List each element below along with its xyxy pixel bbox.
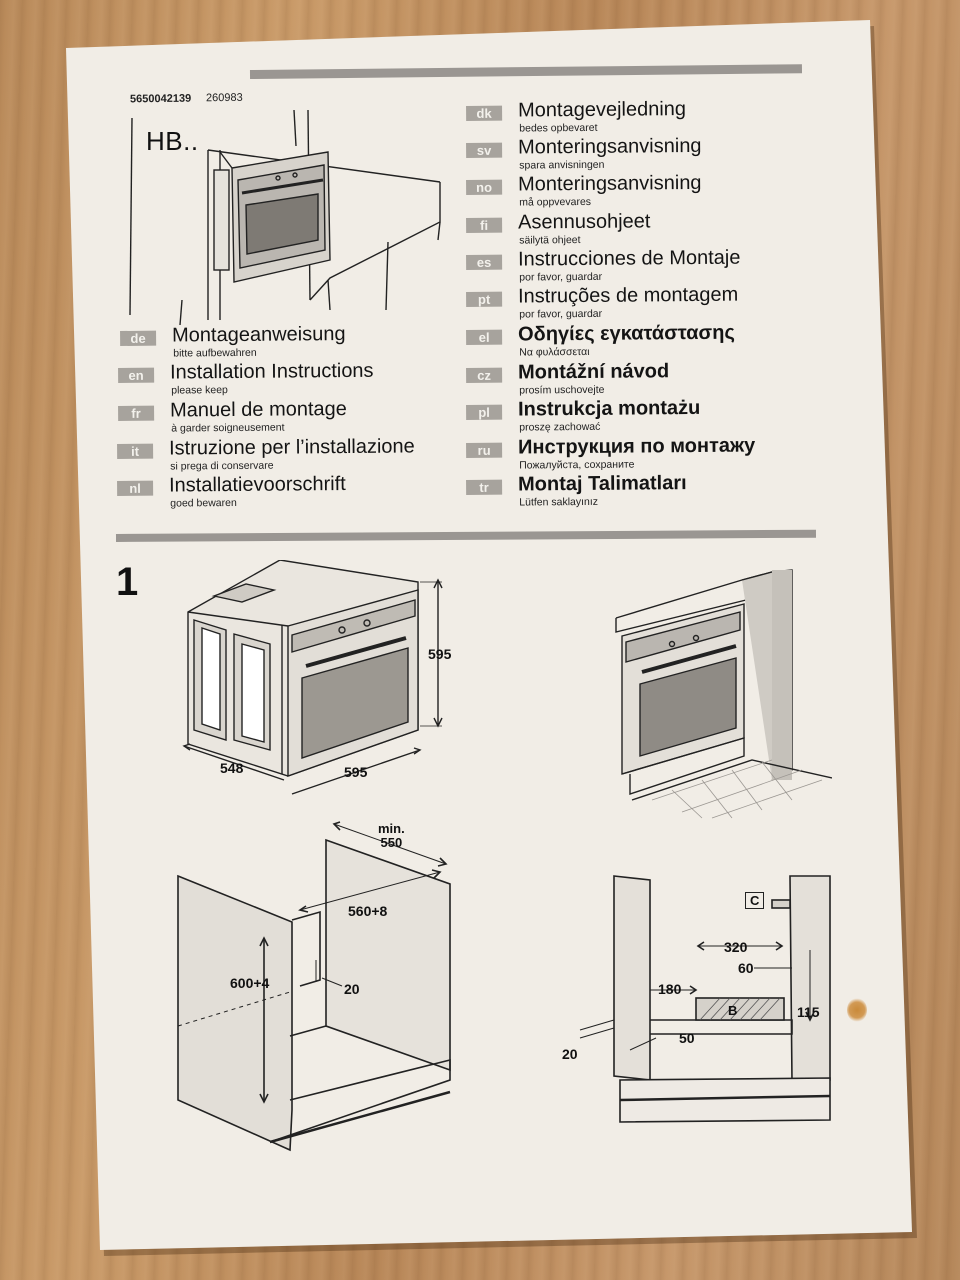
language-subtitle: si prega di conservare: [170, 459, 274, 473]
language-subtitle: prosím uschovejte: [519, 383, 605, 397]
language-code-badge: it: [117, 443, 154, 459]
language-code-badge: nl: [117, 480, 154, 496]
oven-height-label: 595: [428, 646, 452, 662]
language-subtitle: à garder soigneusement: [171, 421, 285, 435]
language-title: Οδηγίες εγκατάστασης: [517, 321, 735, 346]
language-subtitle: proszę zachować: [519, 420, 601, 434]
language-code-badge: cz: [466, 367, 503, 383]
label-c: C: [745, 892, 765, 909]
language-code-badge: fr: [118, 405, 155, 421]
language-code-badge: fi: [466, 217, 503, 233]
language-code-badge: dk: [466, 105, 503, 121]
cabinet-min-text: min.: [378, 821, 405, 836]
cabinet-ventilation-drawing: [579, 875, 831, 1123]
language-subtitle: må oppvevares: [519, 195, 592, 209]
language-subtitle: bedes opbevaret: [519, 121, 598, 135]
language-subtitle: säilytä ohjeet: [519, 234, 581, 247]
language-subtitle: bitte aufbewahren: [173, 346, 257, 360]
language-code-badge: el: [466, 329, 503, 345]
language-code-badge: de: [120, 330, 157, 346]
shelf-setback-label: 20: [562, 1046, 578, 1062]
cabinet-min-width-value: 550: [380, 835, 403, 850]
language-subtitle: Lütfen saklayınız: [519, 495, 599, 509]
oven-width-label: 595: [344, 764, 368, 780]
cabinet-gap-label: 20: [344, 981, 360, 997]
language-code-badge: pl: [466, 404, 503, 420]
shelf-gap-label: 50: [679, 1030, 695, 1046]
language-subtitle: please keep: [171, 384, 228, 397]
oven-dimensions-drawing: [182, 560, 443, 795]
language-code-badge: es: [466, 254, 503, 270]
language-title: Manuel de montage: [169, 398, 347, 422]
cabinet-width-label: 560+8: [348, 903, 388, 919]
document-date: 260983: [205, 91, 243, 105]
vent-depth-label: 60: [738, 960, 754, 976]
cabinet-min-label: min. 550: [378, 822, 405, 850]
language-subtitle: por favor, guardar: [519, 307, 603, 321]
installed-oven-drawing: [615, 569, 832, 819]
language-title: Monteringsanvisning: [517, 171, 702, 196]
language-code-badge: no: [466, 179, 503, 195]
language-title: Instrukcja montażu: [517, 396, 701, 421]
label-b: B: [728, 1003, 738, 1018]
language-title: Инструкция по монтажу: [517, 434, 756, 459]
step-number: 1: [116, 560, 139, 604]
language-title: Installatievoorschrift: [168, 473, 346, 497]
language-subtitle: goed bewaren: [170, 496, 237, 510]
language-subtitle: Пожалуйста, сохраните: [519, 458, 635, 472]
language-title: Monteringsanvisning: [517, 134, 702, 159]
vent-height-label: 115: [797, 1004, 820, 1020]
language-title: Installation Instructions: [169, 359, 374, 384]
built-in-oven-illustration: [129, 110, 441, 325]
language-code-badge: pt: [466, 291, 503, 307]
language-title: Instrucciones de Montaje: [517, 246, 741, 271]
paper-stain: [847, 998, 867, 1022]
language-title: Istruzione per l’installazione: [168, 435, 415, 460]
model-label: HB..: [146, 126, 199, 156]
language-code-badge: tr: [466, 479, 503, 495]
language-code-badge: sv: [466, 142, 503, 158]
oven-depth-label: 548: [220, 760, 244, 776]
language-subtitle: spara anvisningen: [519, 158, 605, 172]
language-title: Montageanweisung: [171, 323, 346, 347]
language-title: Montážní návod: [517, 360, 670, 384]
language-title: Montaj Talimatları: [517, 472, 687, 496]
cabinet-dimensions-drawing: [177, 821, 451, 1152]
language-code-badge: ru: [466, 442, 503, 458]
language-subtitle: Να φυλάσσεται: [519, 345, 590, 359]
language-title: Instruções de montagem: [517, 283, 739, 308]
language-title: Montagevejledning: [517, 98, 687, 122]
vent-width-label: 320: [724, 939, 748, 955]
language-title: Asennusohjeet: [517, 210, 651, 234]
language-subtitle: por favor, guardar: [519, 270, 603, 284]
document-code: 5650042139: [129, 92, 192, 106]
language-code-badge: en: [118, 367, 155, 383]
vent-offset-label: 180: [658, 981, 682, 997]
cabinet-height-label: 600+4: [230, 975, 270, 991]
